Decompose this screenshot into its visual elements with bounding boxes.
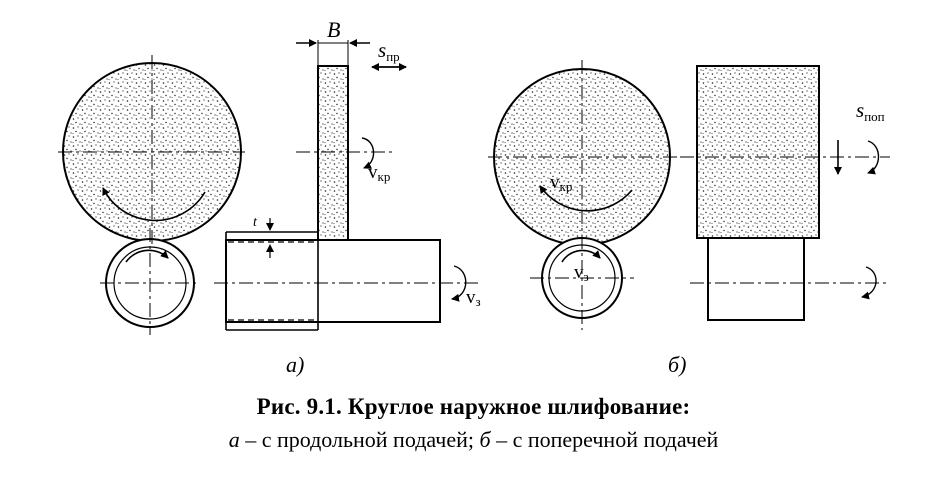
width-label-B: B xyxy=(327,17,340,42)
caption-part-a-letter: а xyxy=(228,427,240,452)
figure-caption-subtitle: а – с продольной подачей; б – с поперечн… xyxy=(0,427,947,453)
part-a-side-view xyxy=(58,55,245,335)
workpiece-front-b xyxy=(707,237,805,321)
part-b-side-view: vкр vз xyxy=(488,60,680,330)
workpiece-front-a xyxy=(225,239,441,323)
workpiece-axis-rotation-arrow-a xyxy=(451,265,467,302)
part-b-caption: б) xyxy=(668,352,686,377)
wheel-rotation-arrow-b xyxy=(539,185,633,212)
caption-part-b-letter: б xyxy=(479,427,491,452)
figure-caption-title: Рис. 9.1. Круглое наружное шлифование: xyxy=(256,394,691,419)
workpiece-rotation-arrow-b xyxy=(561,249,601,263)
workpiece-speed-label-a: vз xyxy=(466,287,481,309)
workpiece-rotation-arrow-a xyxy=(125,249,169,263)
workpiece-axis-rotation-arrow-b xyxy=(861,266,877,300)
part-a-front-view: B sпр vкр t vз а) xyxy=(214,17,481,377)
grinding-wheel-front-a xyxy=(317,65,349,241)
caption-part-b-text: – с поперечной подачей xyxy=(490,427,719,452)
feed-label-s-pop: sпоп xyxy=(856,98,885,124)
wheel-speed-label-a: vкр xyxy=(368,162,390,184)
wheel-rotation-arrow-a xyxy=(102,187,206,222)
grinding-wheel-front-b xyxy=(696,65,820,239)
feed-label-s-pr: sпр xyxy=(378,38,400,64)
part-b-front-view: sпоп б) xyxy=(668,65,890,377)
workpiece-speed-label-b: vз xyxy=(574,262,589,284)
wheel-axis-rotation-arrow-b xyxy=(867,140,880,175)
caption-part-a-text: – с продольной подачей; xyxy=(239,427,480,452)
depth-label-t: t xyxy=(253,215,258,230)
part-a-caption: а) xyxy=(286,352,304,377)
wheel-axis-rotation-arrow-a xyxy=(361,137,375,169)
wheel-speed-label-b: vкр xyxy=(550,172,572,194)
